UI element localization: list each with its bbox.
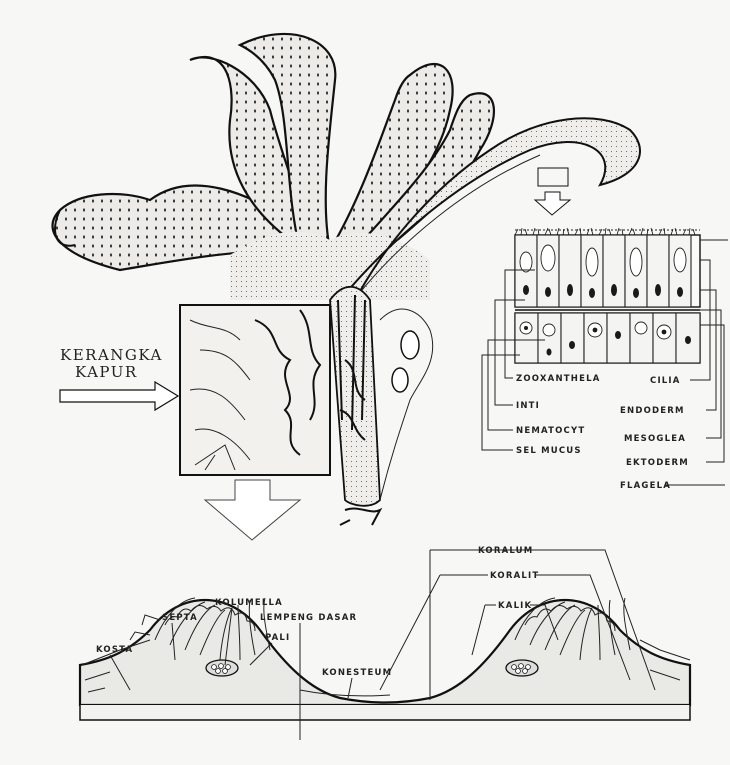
skeleton-cross-section — [180, 305, 330, 475]
label-kosta: KOSTA — [96, 645, 133, 655]
label-zooxanthela: ZOOXANTHELA — [516, 374, 600, 384]
lower-cell-layer — [515, 313, 700, 363]
label-cilia: CILIA — [650, 376, 681, 386]
label-ektoderm: EKTODERM — [626, 458, 689, 468]
label-flagela: FLAGELA — [620, 481, 671, 491]
label-kapur: KAPUR — [75, 363, 138, 381]
label-kerangka: KERANGKA — [60, 346, 163, 364]
label-inti: INTI — [516, 401, 540, 411]
label-koralit: KORALIT — [490, 571, 539, 581]
label-septa: SEPTA — [162, 613, 198, 623]
label-lempeng-dasar: LEMPENG DASAR — [260, 613, 357, 623]
polyp-tentacles — [53, 34, 494, 300]
label-pali: PALI — [265, 633, 290, 643]
label-kalik: KALIK — [498, 601, 532, 611]
polyp-body-section — [330, 287, 433, 525]
label-koralum: KORALUM — [478, 546, 533, 556]
upper-cell-layer — [515, 228, 700, 307]
down-arrow-skeleton — [205, 480, 300, 540]
label-kolumella: KOLUMELLA — [215, 598, 283, 608]
label-sel-mucus: SEL MUCUS — [516, 446, 582, 456]
tissue-cell-detail: ZOOXANTHELA CILIA INTI ENDODERM NEMATOCY… — [482, 228, 728, 491]
label-nematocyt: NEMATOCYT — [516, 426, 585, 436]
down-arrow-cells — [535, 192, 570, 215]
kerangka-kapur-pointer: KERANGKA KAPUR — [60, 346, 178, 410]
label-konesteum: KONESTEUM — [322, 668, 392, 678]
label-endoderm: ENDODERM — [620, 406, 685, 416]
label-mesoglea: MESOGLEA — [624, 434, 686, 444]
